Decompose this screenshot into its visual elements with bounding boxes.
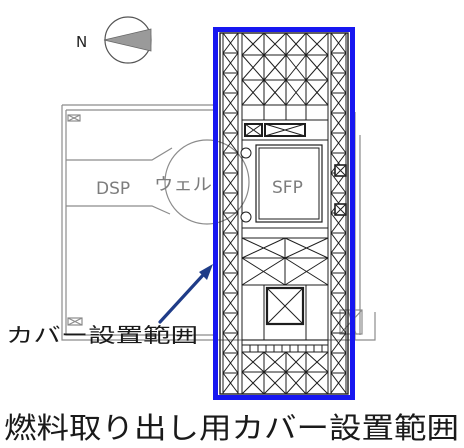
truss-brace	[222, 212, 239, 234]
truss-brace	[330, 52, 347, 74]
bottom-left-hatch-cross	[67, 317, 83, 326]
cover-steel-structure	[219, 32, 349, 395]
truss-brace	[241, 54, 265, 81]
north-label: N	[76, 33, 87, 51]
bottom-left-hatch-icon	[67, 317, 83, 326]
truss-brace	[330, 72, 347, 94]
truss-brace	[222, 112, 239, 134]
diagram-caption: 燃料取り出し用カバー設置範囲	[4, 411, 459, 445]
truss-brace	[330, 372, 347, 394]
truss-brace	[222, 352, 239, 374]
truss-brace	[222, 372, 239, 394]
column-marker-icon	[240, 147, 252, 159]
truss-brace	[244, 123, 263, 137]
truss-brace	[222, 152, 239, 174]
truss-brace	[330, 252, 347, 274]
truss-brace	[222, 272, 239, 294]
truss-brace	[241, 351, 265, 373]
truss-brace	[241, 371, 265, 395]
callout-arrow-shaft	[158, 272, 206, 324]
truss-brace	[222, 52, 239, 74]
truss-brace	[222, 332, 239, 354]
truss-brace	[241, 79, 265, 106]
top-left-hatch-icon	[67, 114, 81, 122]
truss-brace	[330, 152, 347, 174]
truss-brace	[305, 351, 329, 373]
truss-brace	[334, 203, 347, 216]
truss-brace	[305, 54, 329, 81]
truss-brace	[264, 123, 306, 137]
truss-brace	[305, 371, 329, 395]
column-marker-icon	[240, 211, 252, 223]
truss-brace	[263, 351, 287, 373]
truss-brace	[284, 237, 329, 259]
truss-brace	[285, 79, 307, 106]
north-compass: N	[76, 16, 152, 64]
truss-brace	[284, 257, 329, 286]
crane-box	[244, 123, 263, 137]
truss-brace	[285, 351, 307, 373]
sfp-label: SFP	[272, 178, 303, 198]
dsp-channel	[66, 147, 173, 215]
truss-brace	[241, 32, 265, 56]
truss-brace	[330, 92, 347, 114]
top-left-hatch-cross	[67, 114, 81, 122]
truss-brace	[222, 132, 239, 154]
truss-brace	[330, 332, 347, 354]
callout-label: カバー設置範囲	[6, 323, 198, 347]
truss-brace	[222, 32, 239, 54]
truss-brace	[241, 237, 286, 259]
reactor-building-outline	[61, 104, 376, 341]
truss-brace	[241, 257, 286, 286]
truss-brace	[285, 371, 307, 395]
truss-brace	[263, 79, 287, 106]
truss-brace	[330, 192, 347, 214]
truss-brace	[330, 352, 347, 374]
north-arrow-icon	[103, 28, 152, 52]
truss-brace	[330, 312, 347, 334]
cover-range-outline	[213, 27, 355, 400]
well-outline	[164, 139, 250, 225]
truss-brace	[305, 32, 329, 56]
truss-brace	[285, 54, 307, 81]
hatch-opening	[265, 286, 305, 326]
truss-brace	[285, 32, 307, 56]
truss-brace	[222, 72, 239, 94]
callout-arrow-head	[199, 264, 213, 280]
truss-brace	[222, 292, 239, 314]
truss-brace	[263, 32, 287, 56]
sfp-inner-outline	[258, 147, 320, 220]
crane-box	[264, 123, 306, 137]
truss-brace	[330, 32, 347, 54]
truss-brace	[222, 192, 239, 214]
sfp-outline	[255, 144, 323, 223]
truss-brace	[222, 312, 239, 334]
dsp-label: DSP	[96, 179, 130, 199]
truss-brace	[222, 172, 239, 194]
truss-brace	[266, 287, 304, 325]
truss-brace	[330, 292, 347, 314]
truss-brace	[222, 252, 239, 274]
truss-brace	[222, 232, 239, 254]
truss-brace	[330, 232, 347, 254]
truss-brace	[305, 79, 329, 106]
well-label: ウェル	[154, 175, 212, 195]
callout-arrow	[158, 264, 213, 324]
truss-brace	[263, 54, 287, 81]
truss-brace	[263, 371, 287, 395]
truss-brace	[334, 164, 347, 177]
building-inner-wall	[65, 109, 361, 336]
truss-brace	[222, 92, 239, 114]
truss-brace	[330, 132, 347, 154]
truss-brace	[330, 272, 347, 294]
truss-brace	[330, 112, 347, 134]
truss-brace	[330, 212, 347, 234]
